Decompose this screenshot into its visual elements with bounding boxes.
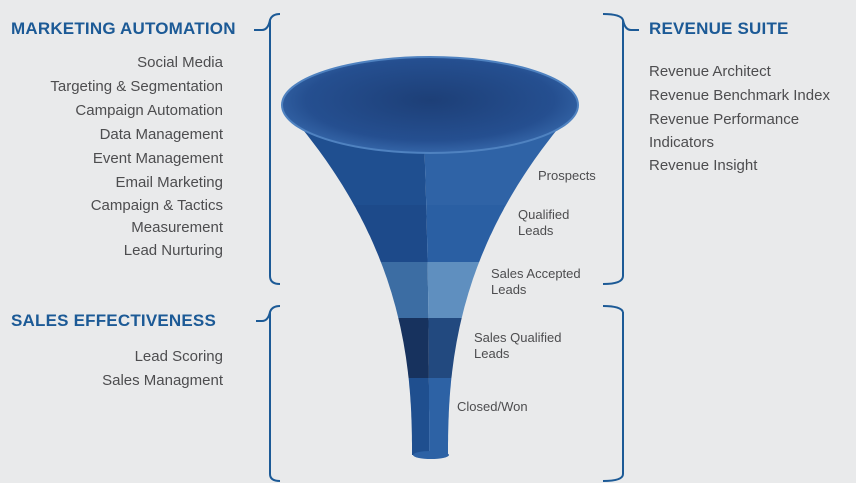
brackets xyxy=(254,13,639,482)
marketing-automation-list: Social Media Targeting & Segmentation Ca… xyxy=(50,51,223,263)
funnel-stage-3-right xyxy=(427,262,480,318)
funnel-body xyxy=(281,56,579,459)
list-item: Data Management xyxy=(99,126,223,143)
funnel-stage-5-right xyxy=(428,378,452,455)
sales-bracket xyxy=(256,305,281,482)
funnel-stage-5-left xyxy=(408,378,430,455)
funnel-stage-3-left xyxy=(380,262,429,318)
stage-label: Prospects xyxy=(538,168,596,183)
list-item: Sales Managment xyxy=(102,372,223,389)
list-item: Revenue Benchmark Index xyxy=(649,87,830,104)
funnel-mouth xyxy=(281,56,579,154)
list-item: Campaign & Tactics Measurement xyxy=(90,197,223,236)
sales-effectiveness-list: Lead Scoring Sales Managment xyxy=(102,345,223,393)
revenue-bracket xyxy=(602,13,639,285)
revenue-bracket-lower xyxy=(602,305,624,482)
funnel-spout xyxy=(413,451,449,459)
list-item: Event Management xyxy=(92,150,223,167)
funnel-stage-2-right xyxy=(426,205,506,262)
sales-effectiveness-heading: SALES EFFECTIVENESS xyxy=(11,311,217,330)
list-item: Revenue Architect xyxy=(649,63,771,80)
list-item: Campaign Automation xyxy=(75,102,223,119)
list-item: Lead Scoring xyxy=(134,348,223,365)
marketing-bracket xyxy=(254,13,281,285)
stage-label: Closed/Won xyxy=(457,399,528,414)
list-item: Lead Nurturing xyxy=(123,242,223,259)
marketing-automation-heading: MARKETING AUTOMATION xyxy=(11,19,236,38)
list-item: Revenue Performance Indicators xyxy=(649,111,800,151)
funnel-stage-4-left xyxy=(398,318,429,378)
list-item: Social Media xyxy=(137,54,223,71)
list-item: Targeting & Segmentation xyxy=(50,78,223,95)
list-item: Revenue Insight xyxy=(649,157,758,174)
revenue-suite-list: Revenue Architect Revenue Benchmark Inde… xyxy=(649,60,830,178)
revenue-suite-heading: REVENUE SUITE xyxy=(649,19,789,38)
list-item: Email Marketing xyxy=(115,174,223,191)
funnel-stage-4-right xyxy=(428,318,462,378)
funnel-stage-2-left xyxy=(354,205,428,262)
